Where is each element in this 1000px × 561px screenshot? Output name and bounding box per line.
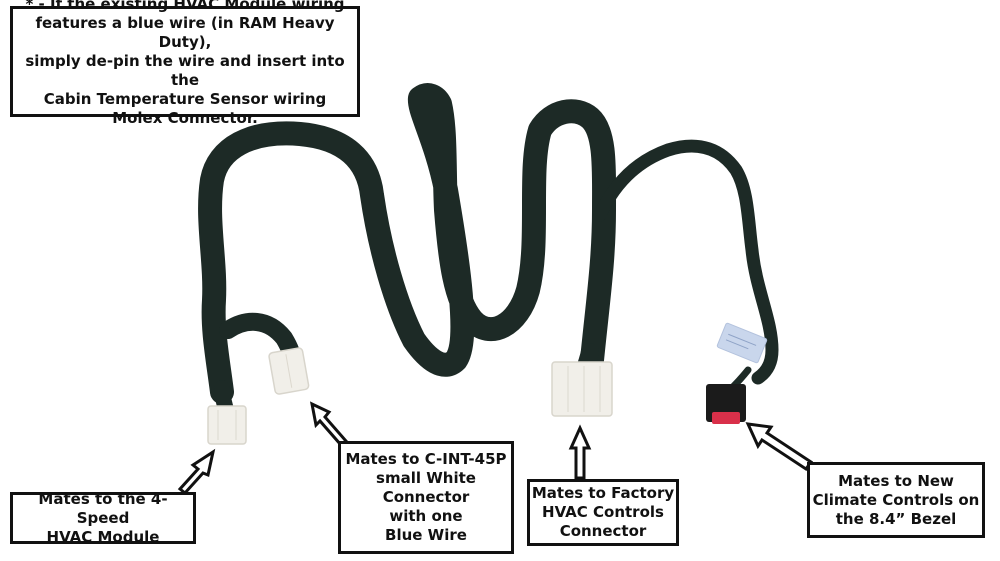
connector-factory-hvac xyxy=(551,361,613,417)
arrow-to-climate xyxy=(745,422,814,472)
callout-factory-hvac: Mates to Factory HVAC Controls Connector xyxy=(527,479,679,546)
arrow-to-4speed xyxy=(177,448,216,496)
connector-climate-controls xyxy=(706,384,746,424)
arrow-to-c-int xyxy=(309,401,349,448)
note-line: simply de-pin the wire and insert into t… xyxy=(25,52,345,89)
note-line: features a blue wire (in RAM Heavy Duty)… xyxy=(35,14,335,51)
note-line: Cabin Temperature Sensor wiring xyxy=(43,90,327,108)
callout-line: Mates to Factory xyxy=(531,484,675,502)
callout-line: Connector xyxy=(559,522,647,540)
callout-4speed-module: Mates to the 4-Speed HVAC Module xyxy=(10,489,196,546)
callout-line: HVAC Controls xyxy=(542,503,664,521)
harness-branch-right xyxy=(593,139,779,385)
callout-line: Climate Controls on xyxy=(812,490,980,509)
wire-label-tag xyxy=(716,322,768,364)
callout-line: Mates to the 4-Speed xyxy=(38,489,168,527)
note-box: * - If the existing HVAC Module wiring f… xyxy=(10,0,360,127)
callout-line: Mates to New xyxy=(838,471,954,490)
note-line: * - If the existing HVAC Module wiring xyxy=(25,0,345,13)
callout-line: with one xyxy=(389,507,463,525)
callout-climate-controls: Mates to New Climate Controls on the 8.4… xyxy=(807,462,985,538)
callout-line: HVAC Module xyxy=(46,527,160,546)
harness-main-run xyxy=(198,83,617,404)
callout-line: Blue Wire xyxy=(385,526,467,544)
callout-line: Connector xyxy=(382,488,470,506)
note-line: Molex Connector. xyxy=(112,109,258,127)
connector-c-int-white xyxy=(268,347,310,395)
callout-line: the 8.4” Bezel xyxy=(835,509,957,528)
callout-c-int-connector: Mates to C-INT-45P small White Connector… xyxy=(338,441,514,554)
callout-line: Mates to C-INT-45P xyxy=(345,450,507,468)
connector-4speed xyxy=(207,405,247,445)
arrow-to-factory xyxy=(568,424,592,480)
callout-line: small White xyxy=(376,469,476,487)
